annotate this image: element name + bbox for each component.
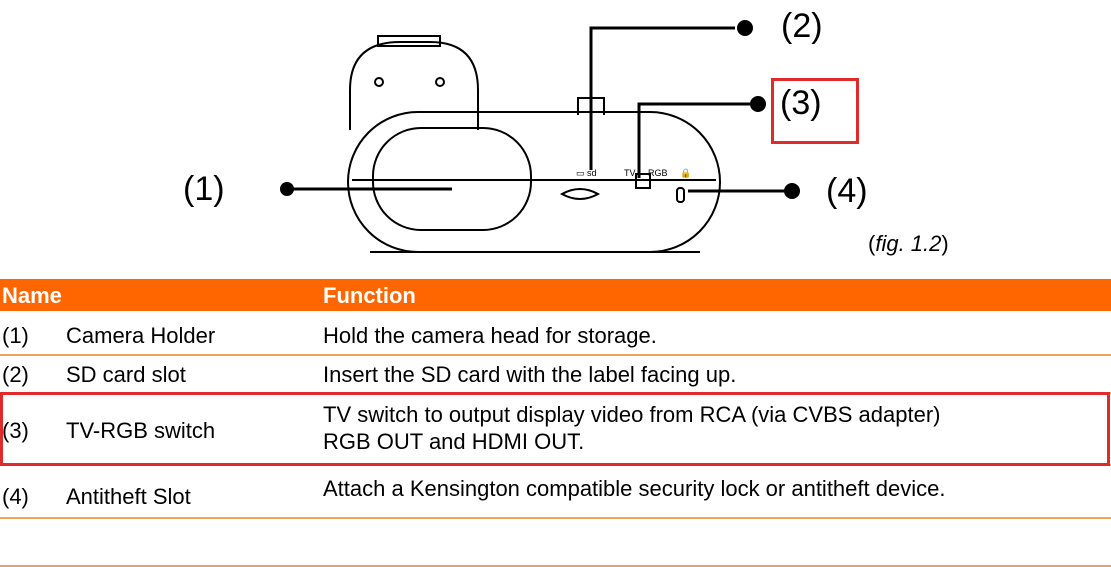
device-figure: ▭ sd TV RGB 🔒 (280, 20, 800, 253)
svg-text:▭ sd: ▭ sd (576, 168, 597, 178)
row-function: Hold the camera head for storage. (323, 323, 657, 348)
leader-2 (589, 26, 735, 170)
row-function-line-2: RGB OUT and HDMI OUT. (323, 429, 585, 454)
callout-3-highlight (771, 78, 859, 144)
svg-text:TV: TV (624, 168, 636, 178)
row-name: Antitheft Slot (66, 484, 191, 509)
callout-4: (4) (826, 172, 868, 210)
row-function: Insert the SD card with the label facing… (323, 362, 737, 387)
table-row: (2) SD card slot Insert the SD card with… (0, 356, 1111, 394)
table-header: Name Function (0, 279, 1111, 311)
row-function-line-1: TV switch to output display video from R… (323, 402, 941, 427)
row-function: Attach a Kensington compatible security … (323, 476, 946, 501)
camera-head-top (377, 35, 441, 47)
row-number: (3) (2, 418, 29, 443)
camera-screw-left (374, 77, 384, 87)
row-name: TV-RGB switch (66, 418, 216, 443)
leader-3 (637, 102, 750, 178)
row-name: SD card slot (66, 362, 186, 387)
header-function: Function (323, 283, 416, 308)
callout-1: (1) (183, 170, 225, 208)
row-3-highlight (0, 392, 1110, 466)
row-number: (2) (2, 362, 29, 387)
callout-3: (3) (780, 84, 822, 122)
base-body (347, 111, 721, 253)
antitheft-slot (676, 187, 685, 203)
sd-slot (559, 188, 601, 200)
row-number: (4) (2, 484, 29, 509)
table-row: (4) Antitheft Slot Attach a Kensington c… (0, 466, 1111, 519)
svg-text:RGB: RGB (648, 168, 668, 178)
camera-head-outline (349, 41, 479, 130)
header-name: Name (2, 283, 62, 308)
table-row: (1) Camera Holder Hold the camera head f… (0, 311, 1111, 356)
row-number: (1) (2, 323, 29, 348)
row-name: Camera Holder (66, 323, 216, 348)
callout-2: (2) (781, 7, 823, 45)
camera-screw-right (435, 77, 445, 87)
table-bottom-divider (0, 565, 1111, 567)
svg-text:🔒: 🔒 (680, 168, 691, 178)
figure-caption: (fig. 1.2) (868, 231, 949, 256)
tv-rgb-switch (635, 173, 651, 189)
